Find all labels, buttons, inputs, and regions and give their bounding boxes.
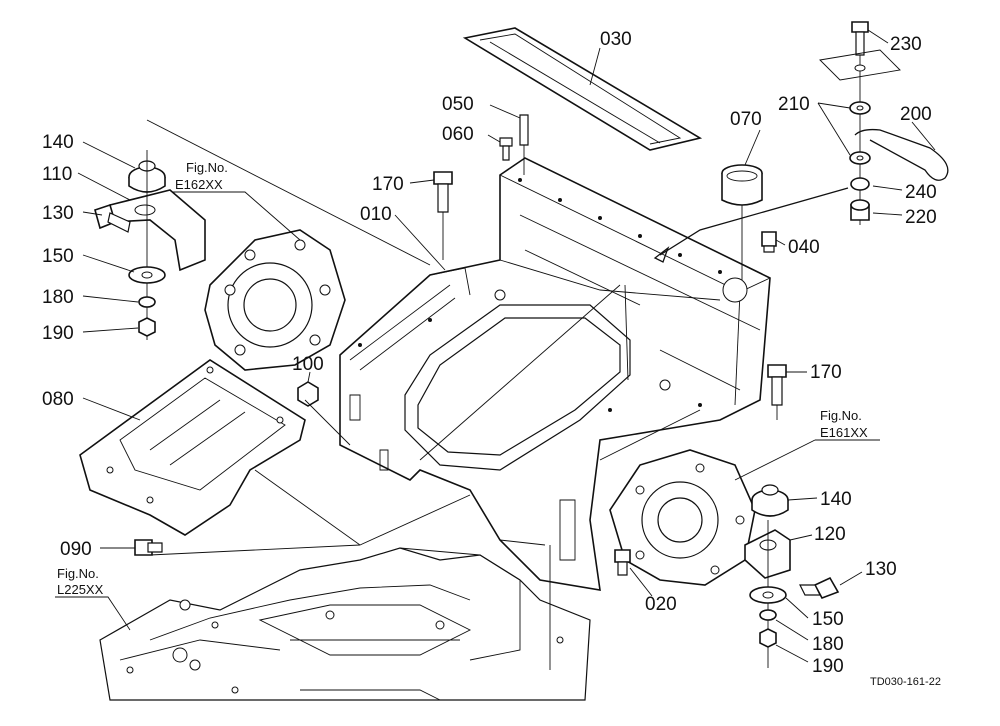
label-100: 100 [292,354,324,375]
label-120: 120 [814,524,846,545]
label-130-right: 130 [865,559,897,580]
part-030-plate [462,27,703,151]
misc-fasteners [134,114,787,576]
label-170-top: 170 [372,174,404,195]
part-080-cover [79,359,306,536]
leader-lines [55,29,936,663]
label-010: 010 [360,204,392,225]
label-240: 240 [905,182,937,203]
left-mount-parts [94,150,206,340]
figure-references: Fig.No. E162XX Fig.No. E161XX Fig.No. L2… [57,160,868,597]
ref-l225-code: L225XX [57,582,104,597]
label-230: 230 [890,34,922,55]
top-right-parts [653,21,949,263]
label-110: 110 [42,164,72,185]
bottom-frame-drawing [99,547,591,701]
label-190-right: 190 [812,656,844,677]
ref-e161-fig: Fig.No. [820,408,862,423]
part-010-housing [339,157,771,591]
label-040: 040 [788,237,820,258]
ref-e162-fig: Fig.No. [186,160,228,175]
assembly-lines [146,119,701,670]
left-case-drawing [204,229,346,371]
ref-e162-code: E162XX [175,177,223,192]
label-150-right: 150 [812,609,844,630]
label-170-right: 170 [810,362,842,383]
label-210: 210 [778,94,810,115]
right-mount-parts [744,484,840,668]
label-200: 200 [900,104,932,125]
ref-l225-fig: Fig.No. [57,566,99,581]
label-060: 060 [442,124,474,145]
label-070: 070 [730,109,762,130]
label-090: 090 [60,539,92,560]
right-case-drawing [609,449,756,586]
label-220: 220 [905,207,937,228]
label-140-right: 140 [820,489,852,510]
ref-e161-code: E161XX [820,425,868,440]
label-030: 030 [600,29,632,50]
label-190-left: 190 [42,323,74,344]
label-140-left: 140 [42,132,74,153]
label-150-left: 150 [42,246,74,267]
label-130-left: 130 [42,203,74,224]
label-020: 020 [645,594,677,615]
part-labels: 140 110 130 150 180 190 080 090 100 050 … [42,29,937,677]
label-080: 080 [42,389,74,410]
drawing-code: TD030-161-22 [870,676,941,688]
label-050: 050 [442,94,474,115]
label-180-left: 180 [42,287,74,308]
label-180-right: 180 [812,634,844,655]
